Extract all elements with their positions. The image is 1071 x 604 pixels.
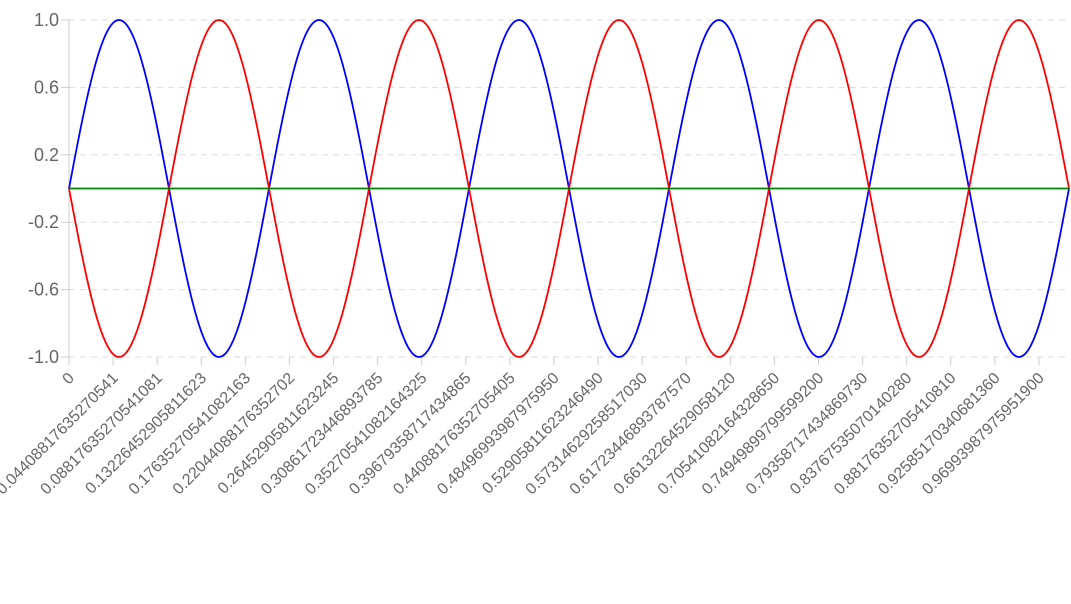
y-tick-label: 0.2 bbox=[34, 145, 59, 165]
y-tick-label: -0.6 bbox=[28, 280, 59, 300]
y-tick-label: 0.6 bbox=[34, 77, 59, 97]
axes bbox=[61, 19, 1040, 365]
x-tick-label: 0 bbox=[60, 370, 78, 388]
x-tick-labels: 00.044088176352705410.088176352705410810… bbox=[0, 370, 1048, 498]
y-tick-label: -0.2 bbox=[28, 212, 59, 232]
y-tick-labels: 1.0 0.6 0.2 -0.2 -0.6 -1.0 bbox=[28, 10, 59, 367]
y-tick-label: 1.0 bbox=[34, 10, 59, 30]
gridlines bbox=[69, 19, 1069, 358]
series-lines bbox=[68, 19, 1070, 358]
y-tick-label: -1.0 bbox=[28, 347, 59, 367]
